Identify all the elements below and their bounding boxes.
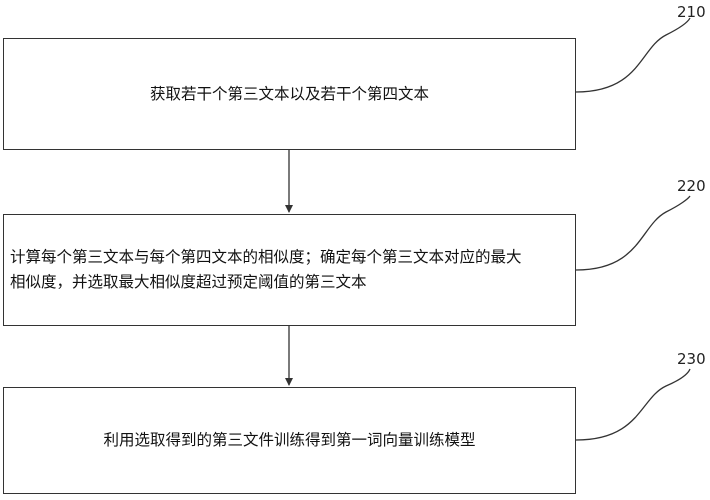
step-line: 利用选取得到的第三文件训练得到第一词向量训练模型: [103, 431, 476, 449]
step-text: 利用选取得到的第三文件训练得到第一词向量训练模型: [103, 428, 475, 453]
step-line: 相似度，并选取最大相似度超过预定阈值的第三文本: [10, 273, 367, 291]
leader-line-230: [575, 368, 691, 441]
step-box-220: 计算每个第三文本与每个第四文本的相似度；确定每个第三文本对应的最大 相似度，并选…: [3, 214, 576, 326]
step-line: 获取若干个第三文本以及若干个第四文本: [149, 84, 429, 103]
step-text: 获取若干个第三文本以及若干个第四文本: [150, 82, 429, 107]
reference-number-label: 230: [677, 350, 706, 368]
step-line: 计算每个第三文本与每个第四文本的相似度；确定每个第三文本对应的最大: [10, 248, 522, 266]
leader-line-220: [575, 195, 691, 271]
reference-number-label: 220: [677, 177, 706, 195]
step-box-210: 获取若干个第三文本以及若干个第四文本: [3, 38, 576, 150]
reference-number-label: 210: [677, 3, 706, 21]
leader-line-210: [575, 17, 691, 93]
step-text: 计算每个第三文本与每个第四文本的相似度；确定每个第三文本对应的最大 相似度，并选…: [10, 245, 522, 295]
step-box-230: 利用选取得到的第三文件训练得到第一词向量训练模型: [3, 387, 576, 494]
